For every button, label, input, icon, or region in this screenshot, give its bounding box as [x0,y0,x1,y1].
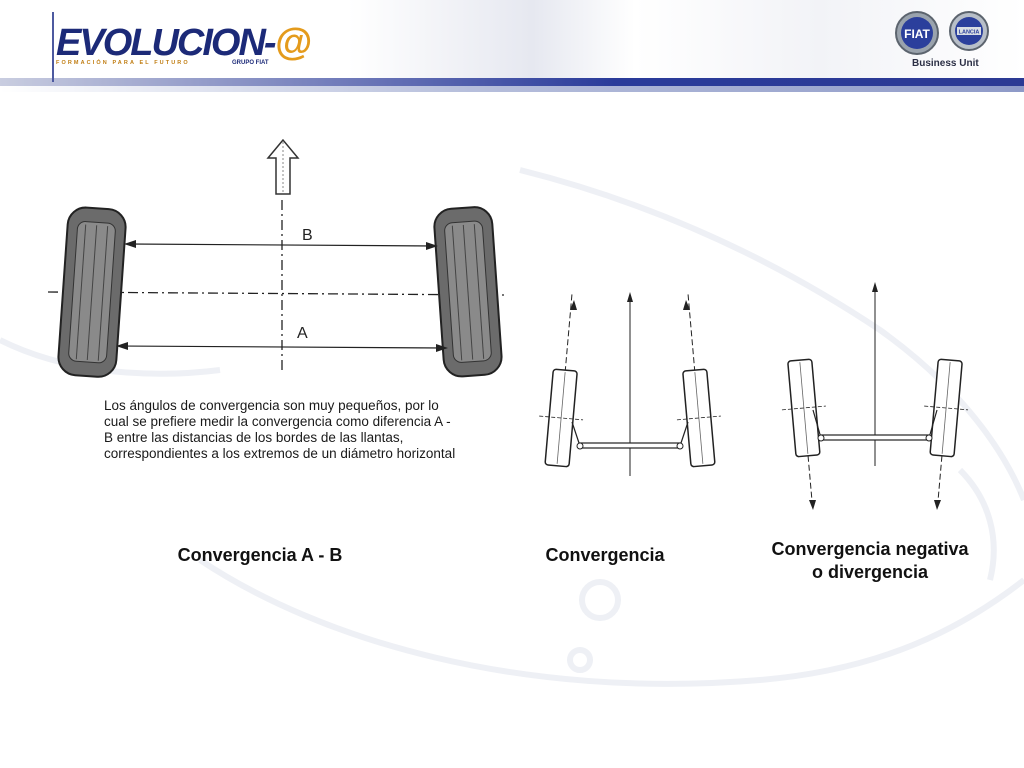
fiat-logo: FIAT [895,11,939,55]
header-bar-accent [0,86,1024,92]
label-a: A [297,325,308,342]
left-wheel [539,294,584,468]
header-bar [0,78,1024,86]
tie-rod [812,409,938,442]
left-wheel [781,358,826,508]
caption-divergence: Convergencia negativa o divergencia [740,538,1000,584]
convergence-diagram [539,292,721,476]
tie-rod [571,421,689,450]
business-unit-label: Business Unit [912,58,979,69]
label-b: B [302,227,313,244]
caption-divergence-line2: o divergencia [811,562,929,582]
fiat-logo-text: FIAT [904,27,930,41]
dimension-a [116,342,448,352]
divergence-diagram [781,282,969,510]
left-tire [57,206,127,378]
caption-convergence: Convergencia [545,545,665,565]
right-wheel [924,358,969,508]
slide-header: EVOLUCION-@ FORMACIÓN PARA EL FUTURO GRU… [0,0,1024,100]
logo-tagline: FORMACIÓN PARA EL FUTURO [56,60,190,66]
dimension-b [124,240,438,250]
lancia-logo: LANCIA [949,11,989,51]
lancia-logo-text: LANCIA [959,30,980,36]
forward-arrow [266,138,300,195]
caption-divergence-line1: Convergencia negativa [771,539,969,559]
logo-at-sign: @ [274,22,312,64]
logo-divider [52,12,54,82]
ab-description: Los ángulos de convergencia son muy pequ… [104,398,456,461]
logo-group: GRUPO FIAT [232,60,269,66]
convergence-ab-diagram: B A [47,138,506,378]
caption-convergence-ab: Convergencia A - B [177,545,343,565]
evolucion-logo: EVOLUCION-@ [56,22,312,65]
right-wheel [676,294,721,468]
header-background [0,0,1024,78]
right-tire [433,206,503,378]
logo-main-text: EVOLUCION- [56,22,277,64]
